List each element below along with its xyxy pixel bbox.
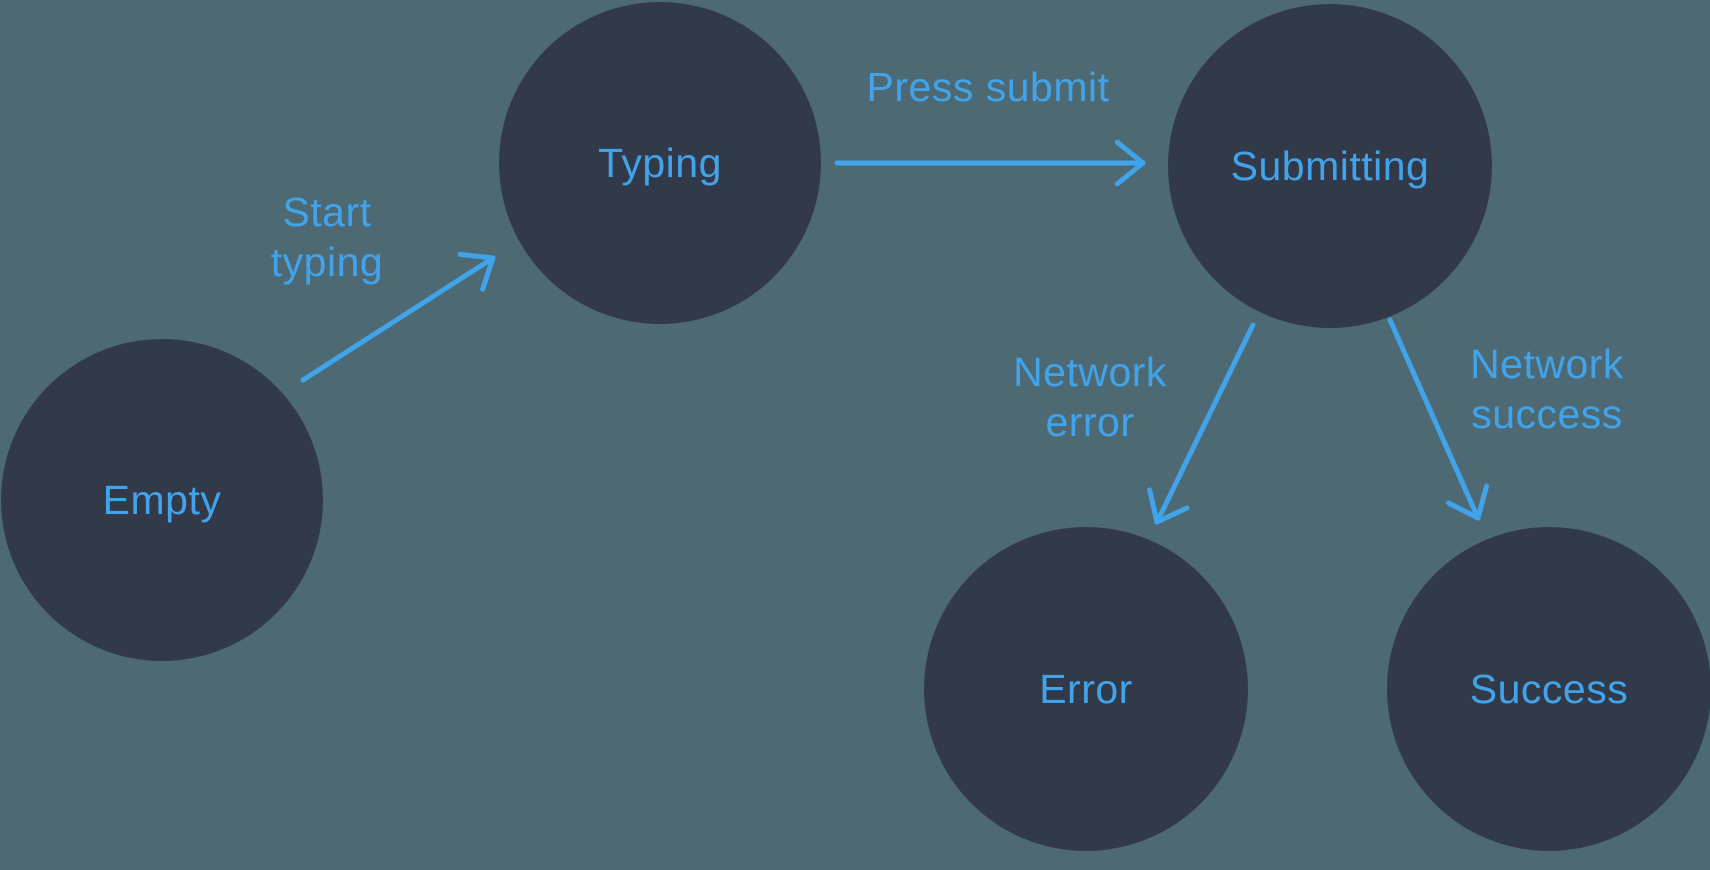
transition-label-line: typing — [270, 239, 384, 285]
state-label-typing: Typing — [598, 139, 722, 186]
transition-label-line: Network — [1470, 341, 1624, 387]
state-node-submitting: Submitting — [1168, 4, 1492, 328]
state-label-empty: Empty — [102, 476, 222, 523]
transition-label-line: Network — [1013, 349, 1167, 395]
transition-label-line: success — [1471, 391, 1623, 437]
state-label-submitting: Submitting — [1230, 142, 1430, 189]
state-node-success: Success — [1387, 527, 1710, 851]
transition-label-line: error — [1045, 399, 1135, 445]
transition-label-line: Press submit — [866, 64, 1110, 110]
state-node-typing: Typing — [499, 2, 821, 324]
state-label-error: Error — [1039, 665, 1133, 712]
state-node-empty: Empty — [1, 339, 323, 661]
state-label-success: Success — [1469, 665, 1629, 712]
transition-label-press-submit: Press submit — [867, 62, 1110, 112]
state-node-error: Error — [924, 527, 1248, 851]
arrow-press-submit — [834, 139, 1146, 187]
transition-label-line: Start — [282, 189, 372, 235]
